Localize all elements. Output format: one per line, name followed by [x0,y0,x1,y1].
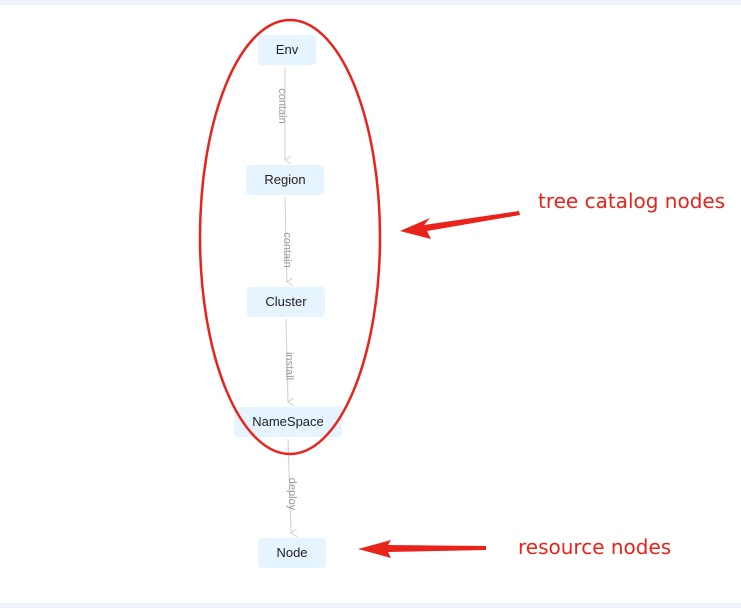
resource-annotation: resource nodes [518,535,671,559]
node-env[interactable]: Env [258,35,316,65]
top-band [0,0,741,5]
node-cluster[interactable]: Cluster [247,287,325,317]
edge-label-contain-2: contain [281,232,293,267]
node-region[interactable]: Region [246,165,324,195]
tree-catalog-arrow [400,211,520,239]
edge-region-cluster [284,196,287,282]
tree-catalog-ellipse [198,18,382,456]
tree-catalog-annotation: tree catalog nodes [538,189,725,213]
edge-label-contain-1: contain [276,88,288,123]
node-node[interactable]: Node [258,538,326,568]
edge-label-install: install [283,352,295,380]
edge-label-deploy: deploy [286,478,298,511]
bottom-band [0,603,741,608]
edge-cluster-namespace [285,318,288,402]
resource-arrow [358,540,486,558]
